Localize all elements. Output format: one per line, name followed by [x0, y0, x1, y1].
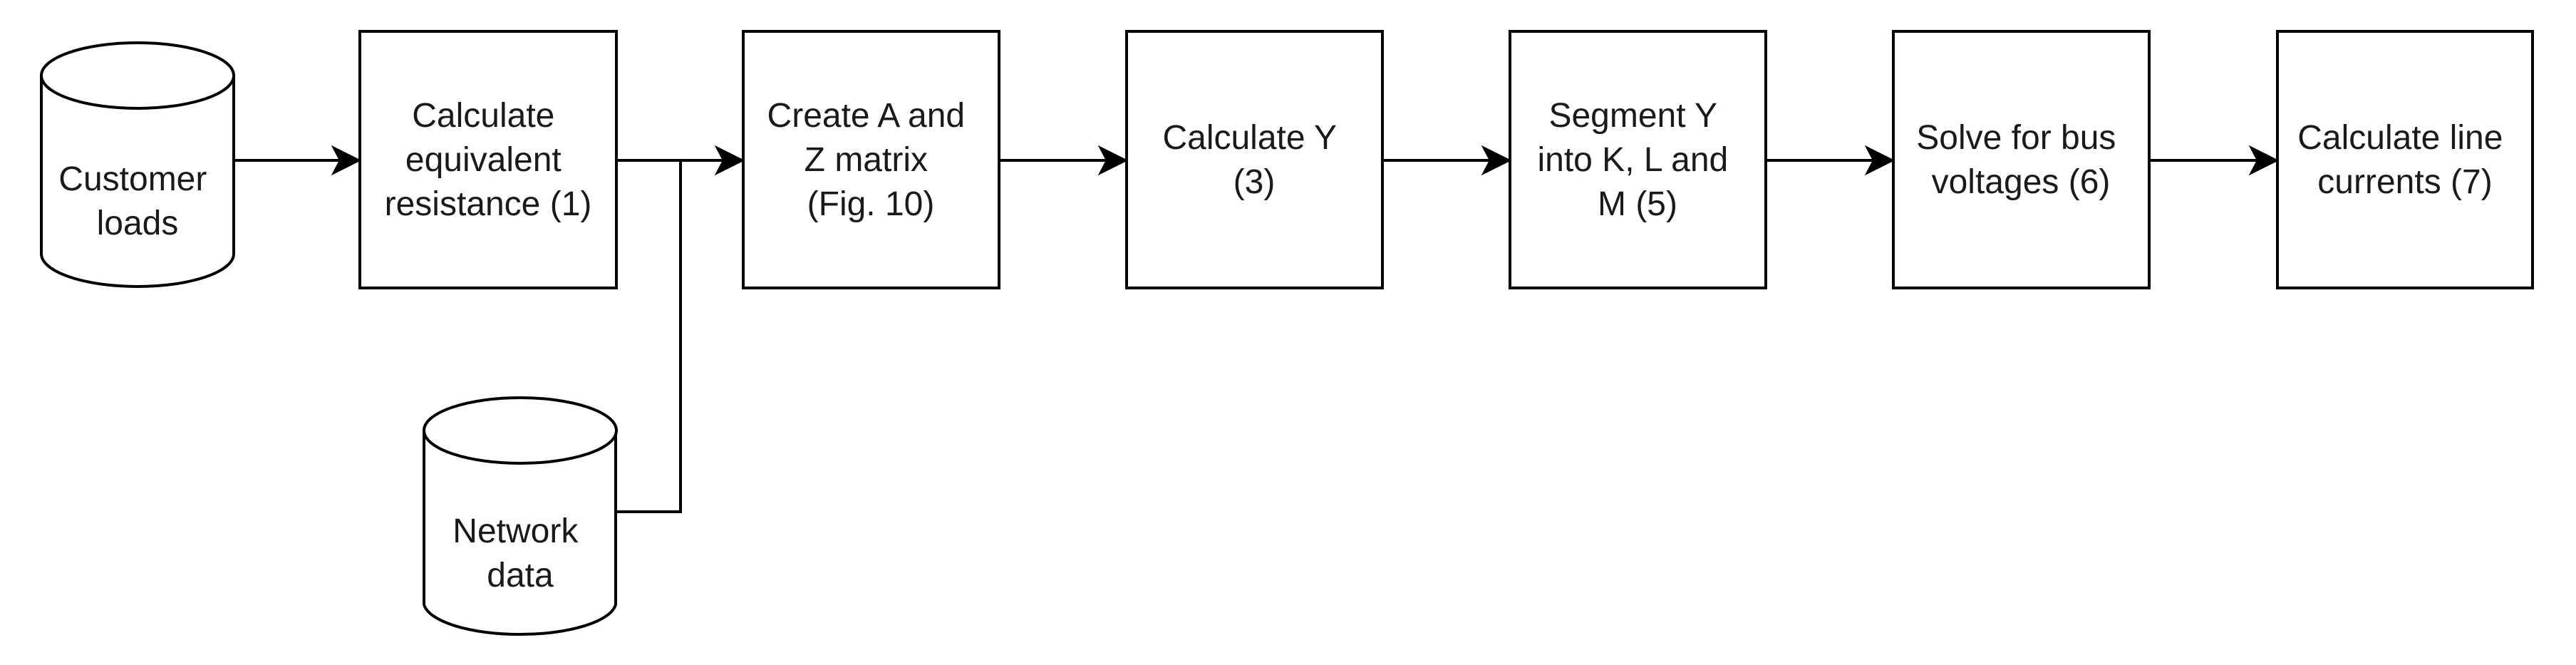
- solve-voltages-box: Solve for bus voltages (6): [1892, 30, 2151, 289]
- segment-y-line-1: Segment Y: [1548, 97, 1717, 135]
- process-box: [1892, 30, 2151, 289]
- edge-network-data-to-create-matrices: [616, 160, 682, 513]
- network-data-database: Network data: [423, 396, 618, 636]
- database-top: [423, 396, 618, 465]
- database-top: [40, 41, 235, 110]
- network-data-label: Network data: [452, 512, 587, 594]
- calculate-y-label: Calculate Y (3): [1162, 119, 1345, 201]
- calculate-y-box: Calculate Y (3): [1125, 30, 1384, 289]
- calculate-resistance-line-1: Calculate: [412, 97, 554, 135]
- database-icon: [40, 74, 235, 288]
- calculate-resistance-box: Calculate equivalent resistance (1): [358, 30, 618, 289]
- create-matrices-line-3: (Fig. 10): [807, 185, 935, 223]
- process-box: [1509, 30, 1767, 289]
- arrowhead-icon: [1481, 145, 1512, 176]
- calculate-currents-line-1: Calculate line: [2297, 119, 2503, 157]
- segment-y-box: Segment Y into K, L and M (5): [1509, 30, 1767, 289]
- calculate-currents-line-2: currents (7): [2317, 163, 2492, 201]
- create-matrices-box: Create A and Z matrix (Fig. 10): [742, 30, 1000, 289]
- network-data-line-2: data: [487, 557, 554, 594]
- solve-voltages-line-2: voltages (6): [1932, 163, 2111, 201]
- solve-voltages-label: Solve for bus voltages (6): [1916, 119, 2126, 201]
- calculate-currents-box: Calculate line currents (7): [2276, 30, 2534, 289]
- process-box: [1125, 30, 1384, 289]
- customer-loads-line-1: Customer: [58, 160, 207, 198]
- connectors: [234, 145, 2280, 513]
- network-data-line-1: Network: [452, 512, 579, 550]
- process-box: [358, 30, 618, 289]
- process-box: [2276, 30, 2534, 289]
- calculate-resistance-line-2: equivalent: [405, 141, 562, 179]
- solve-voltages-line-1: Solve for bus: [1916, 119, 2116, 157]
- calculate-y-line-1: Calculate Y: [1162, 119, 1336, 157]
- arrowhead-icon: [1097, 145, 1129, 176]
- segment-y-label: Segment Y into K, L and M (5): [1537, 97, 1737, 223]
- process-box: [742, 30, 1000, 289]
- customer-loads-line-2: loads: [97, 205, 179, 242]
- calculate-y-line-2: (3): [1233, 163, 1276, 201]
- arrowhead-icon: [2248, 145, 2280, 176]
- calculate-currents-label: Calculate line currents (7): [2297, 119, 2513, 201]
- create-matrices-line-2: Z matrix: [805, 141, 928, 179]
- create-matrices-line-1: Create A and: [767, 97, 966, 135]
- customer-loads-label: Customer loads: [58, 160, 216, 242]
- calculate-resistance-line-3: resistance (1): [385, 185, 592, 223]
- segment-y-line-3: M (5): [1598, 185, 1677, 223]
- arrowhead-icon: [1864, 145, 1895, 176]
- database-icon: [423, 429, 617, 636]
- calculate-resistance-label: Calculate equivalent resistance (1): [385, 97, 592, 223]
- customer-loads-database: Customer loads: [40, 41, 235, 288]
- arrowhead-icon: [714, 145, 745, 176]
- segment-y-line-2: into K, L and: [1537, 141, 1728, 179]
- create-matrices-label: Create A and Z matrix (Fig. 10): [767, 97, 975, 223]
- arrowhead-icon: [331, 145, 362, 176]
